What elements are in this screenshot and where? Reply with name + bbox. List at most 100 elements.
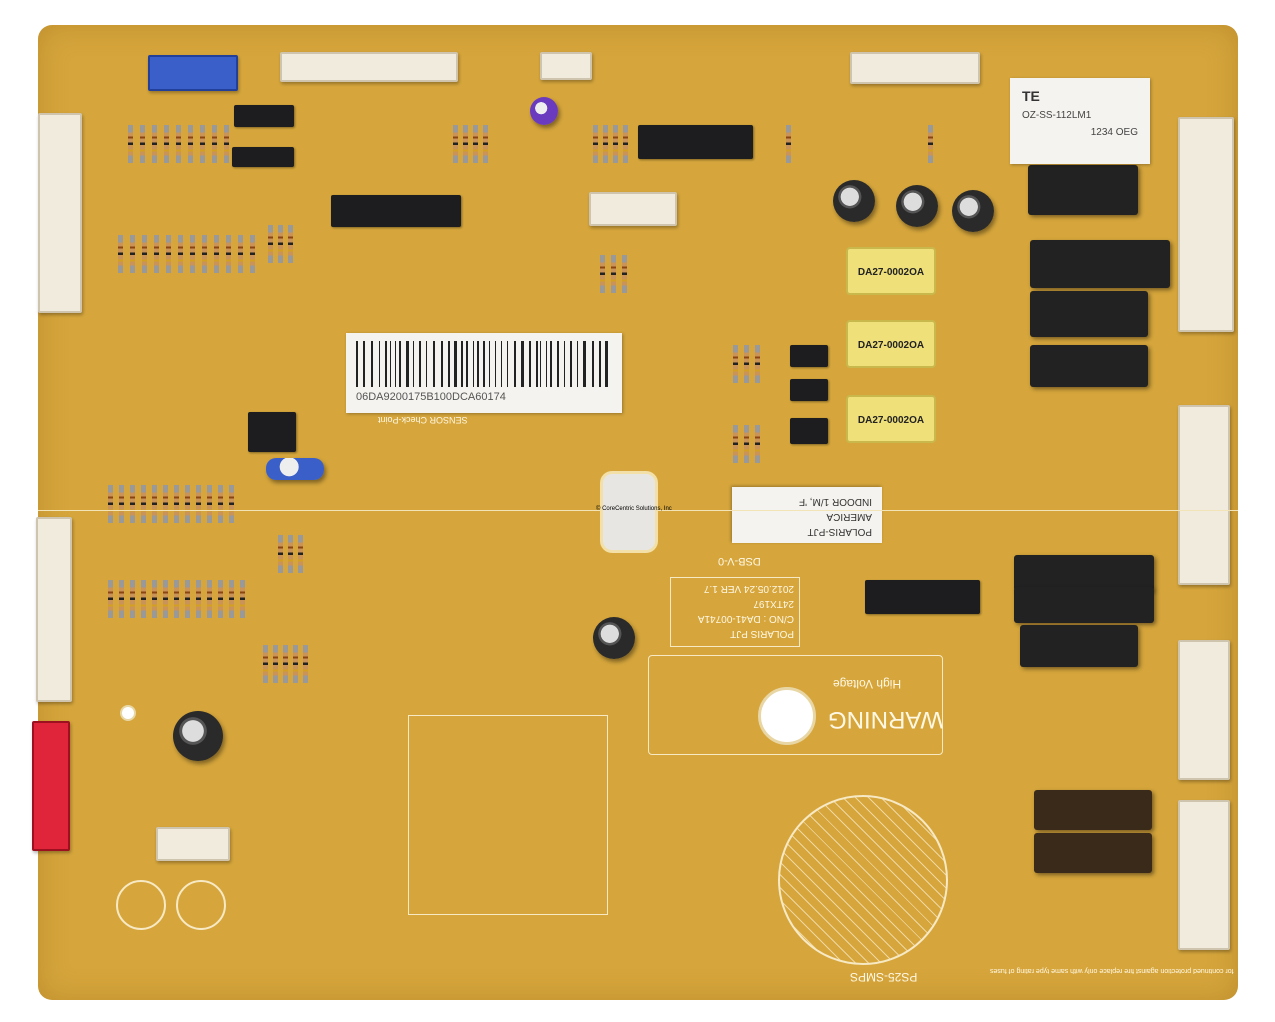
barcode-bar [459, 341, 460, 387]
resistor [473, 125, 478, 163]
barcode-bar [489, 341, 490, 387]
resistor [119, 485, 124, 523]
transformer-outline [778, 795, 948, 965]
barcode-bar [397, 341, 398, 387]
barcode-bar [556, 341, 560, 387]
barcode-bar [436, 341, 439, 387]
connector-right-1 [1178, 117, 1234, 332]
barcode-bar [398, 341, 402, 387]
resistor [303, 645, 308, 683]
fuse-note: for continued protection against fire re… [990, 967, 1234, 974]
silk-text: POLARIS PJT [730, 628, 794, 639]
resistor [119, 580, 124, 618]
barcode-bar [517, 341, 520, 387]
resistor [283, 645, 288, 683]
barcode-bar [402, 341, 405, 387]
trans-outline [408, 715, 608, 915]
barcode-bar [609, 341, 611, 387]
resistor [224, 125, 229, 163]
sensor-text: SENSOR Check-Point [378, 415, 468, 425]
resistor [214, 235, 219, 273]
resistor [130, 235, 135, 273]
silk-text: C/NO : DA41-00741A [697, 613, 794, 624]
barcode-bar [486, 341, 488, 387]
barcode-bar [370, 341, 374, 387]
barcode-bar [578, 341, 582, 387]
barcode-bar [416, 341, 418, 387]
resistor [293, 645, 298, 683]
resistor [786, 125, 791, 163]
connector-left-2 [36, 517, 72, 702]
resistor [483, 125, 488, 163]
capacitor [593, 617, 635, 659]
barcode-bar [569, 341, 573, 387]
ic-chip [331, 195, 461, 227]
ic-chip [248, 412, 296, 452]
resistor [140, 125, 145, 163]
barcode-bar [389, 341, 391, 387]
ic-chip [865, 580, 980, 614]
barcode-bar [366, 341, 369, 387]
relay [1030, 291, 1148, 337]
barcode [356, 341, 612, 387]
resistor [174, 580, 179, 618]
resistor [212, 125, 217, 163]
relay [1014, 555, 1154, 591]
copyright: © CoreCentric Solutions, Inc [596, 506, 672, 512]
barcode-bar [428, 341, 431, 387]
resistor [288, 225, 293, 263]
barcode-bar [418, 341, 422, 387]
barcode-bar [567, 341, 569, 387]
connector-top-1 [280, 52, 458, 82]
barcode-bar [432, 341, 436, 387]
barcode-bar [543, 341, 545, 387]
barcode-bar [440, 341, 444, 387]
barcode-bar [382, 341, 385, 387]
resistor [593, 125, 598, 163]
mounting-hole [120, 705, 136, 721]
barcode-bar [468, 341, 471, 387]
silk-text: 2012.05.24 VER 1.7 [703, 583, 794, 594]
barcode-bar [498, 341, 500, 387]
connector-left-1 [38, 113, 82, 313]
resistor [207, 580, 212, 618]
resistor [263, 645, 268, 683]
resistor [278, 535, 283, 573]
resistor [200, 125, 205, 163]
connector-top-3 [850, 52, 980, 84]
resistor [108, 485, 113, 523]
resistor [174, 485, 179, 523]
resistor [744, 425, 749, 463]
barcode-bar [482, 341, 486, 387]
resistor [453, 125, 458, 163]
barcode-bar [460, 341, 464, 387]
warning-text: WARNING [828, 706, 944, 733]
barcode-bar [378, 341, 381, 387]
resistor [142, 235, 147, 273]
barcode-bar [564, 341, 565, 387]
resistor [152, 580, 157, 618]
resistor [141, 485, 146, 523]
barcode-bar [477, 341, 479, 387]
resistor [185, 580, 190, 618]
resistor [273, 645, 278, 683]
resistor [128, 125, 133, 163]
transistor [232, 147, 294, 167]
warning-subtext: High Voltage [833, 677, 902, 691]
barcode-bar [413, 341, 415, 387]
barcode-bar [529, 341, 532, 387]
resistor [185, 485, 190, 523]
project-box: POLARIS PJT C/NO : DA41-00741A 24TX197 2… [670, 577, 800, 647]
resistor [154, 235, 159, 273]
barcode-bar [577, 341, 578, 387]
relay [1034, 790, 1152, 830]
resistor [130, 580, 135, 618]
resistor [623, 125, 628, 163]
connector-right-2 [1178, 405, 1230, 585]
barcode-bar [509, 341, 512, 387]
capacitor [266, 458, 324, 480]
barcode-bar [514, 341, 516, 387]
barcode-text: 06DA9200175B100DCA60174 [356, 391, 506, 403]
barcode-bar [524, 341, 528, 387]
barcode-bar [454, 341, 457, 387]
